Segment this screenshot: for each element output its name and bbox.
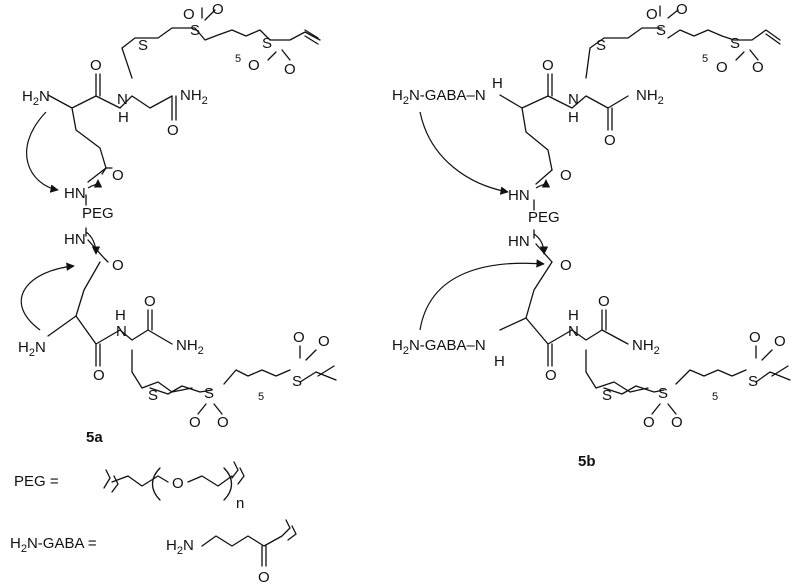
compound-5a: S S O O 5 S O O H2N O H N NH2 O O bbox=[18, 1, 337, 446]
repeat-five-5a-bottom: 5 bbox=[258, 391, 264, 403]
carbonyl-o-5b-4: O bbox=[560, 257, 572, 274]
sulfur-sulfone-5a-b: S bbox=[204, 385, 214, 402]
amide-hn-5b-2: HN bbox=[508, 233, 530, 250]
top-backbone-5b bbox=[499, 73, 629, 171]
oxygen-5a-6: O bbox=[217, 414, 229, 431]
top-sulfone-chain-5a bbox=[121, 7, 321, 79]
repeat-five-5a-top: 5 bbox=[235, 53, 241, 65]
oxygen-5a-3: O bbox=[248, 57, 260, 74]
repeat-five-5b-bottom: 5 bbox=[712, 391, 718, 403]
sulfur-sulfone-5b: S bbox=[656, 22, 666, 39]
bottom-sulfone-chain-5a bbox=[149, 345, 337, 415]
carbonyl-o-5b-2: O bbox=[604, 132, 616, 149]
sulfur-thioether-5b-b: S bbox=[602, 387, 612, 404]
amide-nh-5a-2: H bbox=[115, 307, 126, 324]
sulfur-vinylsulfone-5a: S bbox=[262, 35, 272, 52]
oxygen-5b-6: O bbox=[671, 414, 683, 431]
carbonyl-o-5a-3: O bbox=[112, 167, 124, 184]
peg-label-5b: PEG bbox=[528, 209, 560, 226]
carboxamide-5b-bottom: NH2 bbox=[632, 337, 660, 357]
legend-peg-oxygen: O bbox=[172, 475, 184, 492]
bottom-backbone-5b bbox=[499, 261, 649, 393]
oxygen-5b-4: O bbox=[752, 59, 764, 76]
curved-arrow-5b-bottom bbox=[419, 259, 545, 331]
carboxamide-5a-top: NH2 bbox=[180, 87, 208, 107]
legend-gaba-amine: H2N bbox=[166, 537, 194, 557]
bottom-backbone-5a bbox=[47, 261, 193, 393]
small-arrow-5a-2 bbox=[85, 231, 101, 255]
carbonyl-o-5a-1: O bbox=[90, 57, 102, 74]
oxygen-5a-7: O bbox=[293, 329, 305, 346]
oxygen-5b-8: O bbox=[774, 333, 786, 350]
gaba-nh-h-5b-bottom: H bbox=[494, 353, 505, 370]
carboxamide-5b-top: NH2 bbox=[636, 87, 664, 107]
amide-hn-5a-2: HN bbox=[64, 231, 86, 248]
sulfur-sulfone-5b-b: S bbox=[658, 385, 668, 402]
oxygen-5b-5: O bbox=[643, 414, 655, 431]
carbonyl-o-5b-5: O bbox=[598, 293, 610, 310]
amide-n-5a-1: N bbox=[117, 91, 128, 108]
oxygen-5a-4: O bbox=[284, 61, 296, 78]
amine-5a-top: H2N bbox=[22, 88, 50, 108]
sulfur-thioether-5b: S bbox=[596, 37, 606, 54]
bottom-sulfone-chain-5b bbox=[603, 345, 791, 415]
legend-peg-label: PEG = bbox=[14, 473, 59, 490]
oxygen-5a-1: O bbox=[183, 6, 195, 23]
sulfur-vinylsulfone-5b: S bbox=[730, 35, 740, 52]
compound-label-5a: 5a bbox=[86, 429, 103, 446]
oxygen-5b-2: O bbox=[676, 1, 688, 18]
legend-gaba-oxygen: O bbox=[258, 569, 270, 585]
compound-label-5b: 5b bbox=[578, 453, 596, 470]
sulfur-vinylsulfone-5b-b: S bbox=[748, 373, 758, 390]
small-arrow-5a-1 bbox=[87, 179, 103, 189]
carbonyl-o-5a-2: O bbox=[167, 122, 179, 139]
top-sulfone-chain-5b bbox=[585, 5, 781, 79]
carbonyl-o-5a-4: O bbox=[112, 257, 124, 274]
amide-nh-5a-1: H bbox=[118, 109, 129, 126]
curved-arrow-5b-top bbox=[419, 111, 509, 195]
oxygen-5a-2: O bbox=[212, 1, 224, 18]
amine-5a-bottom: H2N bbox=[18, 339, 46, 359]
legend-peg-n: n bbox=[236, 495, 244, 512]
amide-h-5b-2: H bbox=[568, 307, 579, 324]
oxygen-5b-3: O bbox=[716, 59, 728, 76]
amide-n-5a-2: N bbox=[116, 323, 127, 340]
oxygen-5b-1: O bbox=[646, 6, 658, 23]
oxygen-5a-8: O bbox=[318, 333, 330, 350]
sulfur-vinylsulfone-5a-b: S bbox=[292, 373, 302, 390]
oxygen-5a-5: O bbox=[189, 414, 201, 431]
oxygen-5b-7: O bbox=[749, 329, 761, 346]
gaba-amine-5b-top: H2N-GABA–N bbox=[392, 87, 486, 107]
sulfur-thioether-5a: S bbox=[138, 37, 148, 54]
carbonyl-o-5b-6: O bbox=[545, 367, 557, 384]
carboxamide-5a-bottom: NH2 bbox=[176, 337, 204, 357]
small-arrow-5b-2 bbox=[533, 233, 549, 255]
gaba-nh-h-5b-top: H bbox=[492, 75, 503, 92]
repeat-five-5b-top: 5 bbox=[702, 53, 708, 65]
amide-hn-5b-1: HN bbox=[508, 187, 530, 204]
carbonyl-o-5b-3: O bbox=[560, 167, 572, 184]
legend-gaba-label: H2N-GABA = bbox=[10, 535, 97, 555]
curved-arrow-5a-bottom bbox=[20, 262, 75, 331]
peg-label-5a: PEG bbox=[82, 205, 114, 222]
legend-peg: PEG = O n bbox=[14, 461, 245, 512]
small-arrow-5b-1 bbox=[535, 179, 551, 189]
amide-h-5b-1: H bbox=[568, 109, 579, 126]
amide-n-5b-1: N bbox=[568, 91, 579, 108]
sulfur-sulfone-5a: S bbox=[190, 22, 200, 39]
amide-n-5b-2: N bbox=[568, 323, 579, 340]
gaba-amine-5b-bottom: H2N-GABA–N bbox=[392, 337, 486, 357]
legend-gaba: H2N-GABA = H2N O bbox=[10, 519, 297, 585]
sulfur-thioether-5a-b: S bbox=[148, 387, 158, 404]
carbonyl-o-5a-5: O bbox=[144, 293, 156, 310]
compound-5b: S S O O 5 S O O H2N-GABA–N H O N H NH2 O bbox=[392, 1, 791, 470]
top-backbone-5a bbox=[47, 73, 177, 169]
carbonyl-o-5a-6: O bbox=[93, 367, 105, 384]
amide-hn-5a-1: HN bbox=[64, 185, 86, 202]
carbonyl-o-5b-1: O bbox=[542, 57, 554, 74]
curved-arrow-5a-top bbox=[26, 111, 59, 193]
